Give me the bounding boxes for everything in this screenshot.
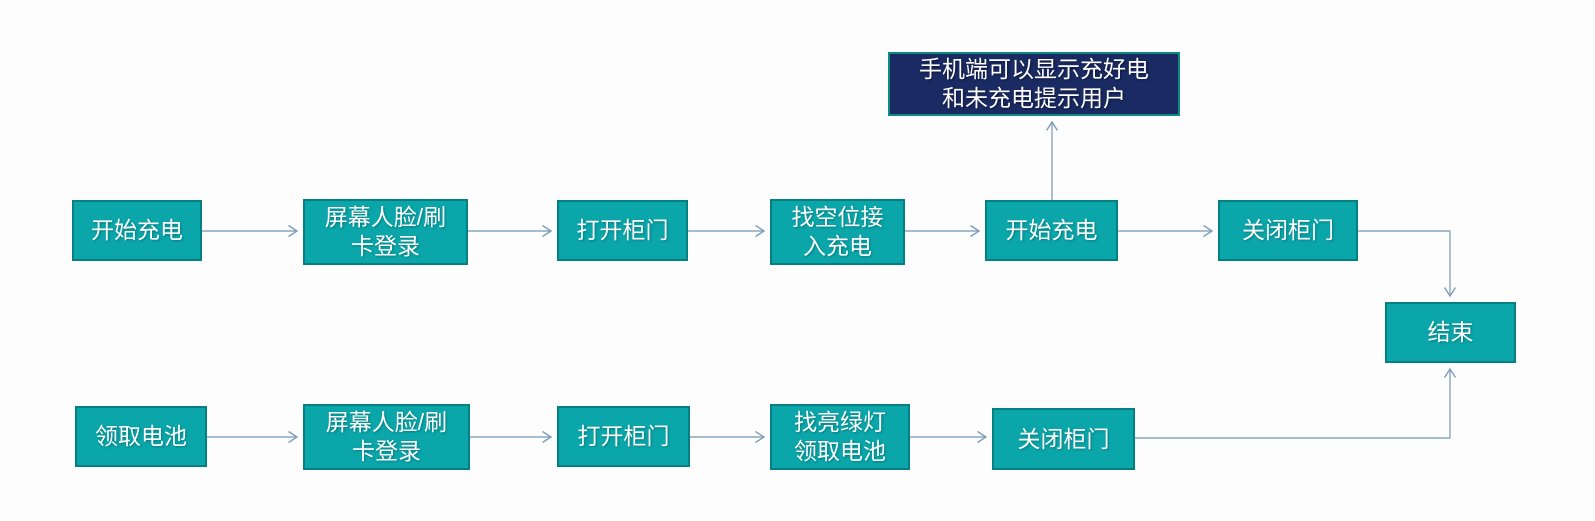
node-label: 屏幕人脸/刷 卡登录	[324, 204, 447, 259]
charging-step-open-door: 打开柜门	[557, 200, 688, 261]
pickup-step-find-green-light: 找亮绿灯 领取电池	[770, 404, 910, 470]
charging-step-close-door: 关闭柜门	[1218, 200, 1358, 261]
node-label: 领取电池	[95, 423, 187, 450]
node-label: 结束	[1427, 319, 1474, 346]
node-label: 关闭柜门	[1242, 217, 1334, 244]
node-label: 开始充电	[91, 217, 183, 244]
charging-step-face-card-login: 屏幕人脸/刷 卡登录	[303, 199, 468, 265]
pickup-step-get-battery: 领取电池	[75, 406, 207, 467]
end-node: 结束	[1385, 302, 1516, 363]
pickup-step-face-card-login: 屏幕人脸/刷 卡登录	[303, 404, 470, 470]
node-label: 找空位接 入充电	[791, 204, 884, 259]
node-label: 打开柜门	[577, 423, 670, 450]
charging-step-start-charging: 开始充电	[72, 200, 202, 261]
pickup-step-close-door: 关闭柜门	[992, 408, 1135, 470]
node-label: 开始充电	[1005, 217, 1098, 244]
connector-charging-6-end	[1358, 230, 1457, 298]
node-label: 关闭柜门	[1017, 425, 1110, 452]
node-label: 找亮绿灯 领取电池	[794, 409, 886, 464]
charging-step-begin-charging: 开始充电	[985, 200, 1118, 261]
node-label: 打开柜门	[576, 217, 669, 244]
note-node-phone-notification: 手机端可以显示充好电 和未充电提示用户	[888, 52, 1180, 116]
connector-pickup-5-end	[1135, 367, 1457, 439]
charging-step-find-empty-slot: 找空位接 入充电	[770, 199, 905, 265]
note-label: 手机端可以显示充好电 和未充电提示用户	[919, 56, 1149, 111]
pickup-step-open-door: 打开柜门	[557, 406, 690, 467]
node-label: 屏幕人脸/刷 卡登录	[325, 409, 448, 464]
